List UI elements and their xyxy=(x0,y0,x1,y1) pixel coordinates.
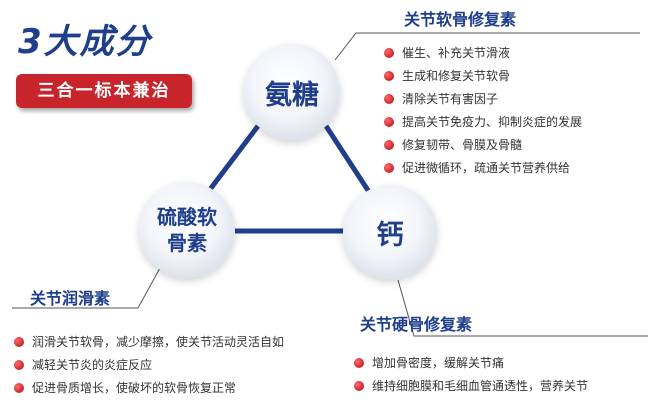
leader-top-right xyxy=(334,32,640,61)
list-item: 修复韧带、骨膜及骨髓 xyxy=(382,134,582,157)
list-item-text: 润滑关节软骨，减少摩擦，使关节活动灵活自如 xyxy=(32,335,285,349)
bullet-dot-icon xyxy=(354,381,364,391)
bullet-dot-icon xyxy=(354,358,364,368)
list-item: 生成和修复关节软骨 xyxy=(382,65,582,88)
node-chondroitin: 硫酸软骨素 xyxy=(139,182,235,278)
node-calcium: 钙 xyxy=(343,185,437,279)
node-chondroitin-label: 硫酸软骨素 xyxy=(157,205,217,255)
bullet-dot-icon xyxy=(384,94,394,104)
list-item: 维持细胞膜和毛细血管通透性，营养关节 xyxy=(352,375,588,398)
node-glucosamine: 氨糖 xyxy=(244,44,340,140)
bullet-dot-icon xyxy=(14,360,24,370)
list-item: 促进骨质增长，使破坏的软骨恢复正常 xyxy=(12,377,284,400)
node-calcium-label: 钙 xyxy=(376,219,404,251)
bullet-dot-icon xyxy=(384,140,394,150)
list-item-text: 减轻关节炎的炎症反应 xyxy=(32,358,153,372)
list-item-text: 促进骨质增长，使破坏的软骨恢复正常 xyxy=(32,381,237,395)
section-title-cartilage-repair: 关节软骨修复素 xyxy=(404,10,517,29)
list-item: 提高关节免疫力、抑制炎症的发展 xyxy=(382,111,582,134)
section-title-joint-lubricant: 关节润滑素 xyxy=(30,289,111,308)
section-title-bone-repair: 关节硬骨修复素 xyxy=(360,315,473,334)
bullet-dot-icon xyxy=(14,383,24,393)
list-item: 清除关节有害因子 xyxy=(382,88,582,111)
bullet-dot-icon xyxy=(384,163,394,173)
list-item-text: 催生、补充关节滑液 xyxy=(402,46,511,60)
bullet-dot-icon xyxy=(384,71,394,81)
bullet-dot-icon xyxy=(384,48,394,58)
list-cartilage-repair: 催生、补充关节滑液 生成和修复关节软骨 清除关节有害因子 提高关节免疫力、抑制炎… xyxy=(382,42,582,180)
list-item: 催生、补充关节滑液 xyxy=(382,42,582,65)
bullet-dot-icon xyxy=(384,117,394,127)
main-title: 3大成分 xyxy=(18,22,152,62)
list-item: 促进微循环，疏通关节营养供给 xyxy=(382,157,582,180)
list-item-text: 修复韧带、骨膜及骨髓 xyxy=(402,138,523,152)
list-item-text: 提高关节免疫力、抑制炎症的发展 xyxy=(402,115,583,129)
list-item-text: 生成和修复关节软骨 xyxy=(402,69,511,83)
list-joint-lubricant: 润滑关节软骨，减少摩擦，使关节活动灵活自如 减轻关节炎的炎症反应 促进骨质增长，… xyxy=(12,331,284,400)
slogan-badge: 三合一标本兼治 xyxy=(16,74,192,108)
list-item-text: 维持细胞膜和毛细血管通透性，营养关节 xyxy=(372,379,589,393)
node-glucosamine-label: 氨糖 xyxy=(265,79,319,111)
edge-top-right xyxy=(323,124,376,200)
list-item-text: 增加骨密度，缓解关节痛 xyxy=(372,356,505,370)
list-bone-repair: 增加骨密度，缓解关节痛 维持细胞膜和毛细血管通透性，营养关节 xyxy=(352,352,588,398)
edge-top-left xyxy=(203,124,260,198)
list-item-text: 促进微循环，疏通关节营养供给 xyxy=(402,161,571,175)
list-item: 减轻关节炎的炎症反应 xyxy=(12,354,284,377)
bullet-dot-icon xyxy=(14,337,24,347)
list-item-text: 清除关节有害因子 xyxy=(402,92,499,106)
list-item: 润滑关节软骨，减少摩擦，使关节活动灵活自如 xyxy=(12,331,284,354)
list-item: 增加骨密度，缓解关节痛 xyxy=(352,352,588,375)
leader-bottom-left xyxy=(12,267,161,309)
leader-bottom-right xyxy=(397,279,648,337)
